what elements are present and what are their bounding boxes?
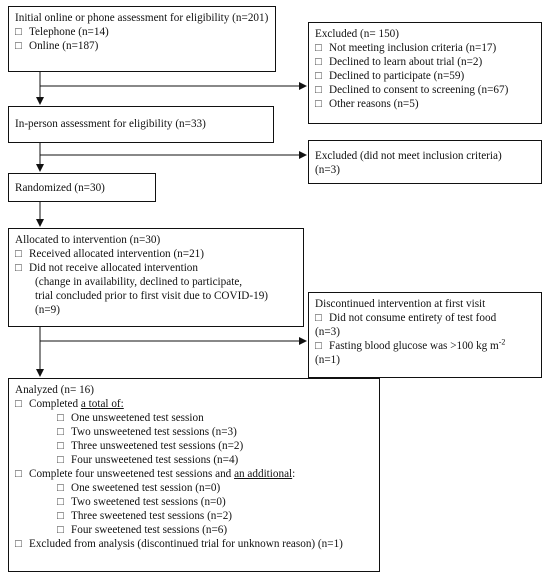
checkbox-icon: □ bbox=[315, 42, 322, 54]
list-item: □Did not consume entirety of test food bbox=[315, 312, 497, 324]
list-item: □Did not receive allocated intervention bbox=[15, 262, 198, 274]
randomized-box: Randomized (n=30) bbox=[8, 173, 156, 202]
excluded-box-2: Excluded (did not meet inclusion criteri… bbox=[308, 140, 542, 184]
list-item: □Other reasons (n=5) bbox=[315, 98, 419, 110]
checkbox-icon: □ bbox=[15, 40, 22, 52]
excluded-2-line-2: (n=3) bbox=[315, 164, 340, 176]
excluded-2-line-1: Excluded (did not meet inclusion criteri… bbox=[315, 150, 502, 162]
checkbox-icon: □ bbox=[57, 426, 64, 438]
unit-exponent: -2 bbox=[498, 337, 506, 347]
list-item: □Declined to participate (n=59) bbox=[315, 70, 465, 82]
allocated-title: Allocated to intervention (n=30) bbox=[15, 234, 161, 246]
list-item: □Four unsweetened test sessions (n=4) bbox=[57, 454, 239, 466]
checkbox-icon: □ bbox=[57, 482, 64, 494]
checkbox-icon: □ bbox=[15, 538, 22, 550]
list-item: □One sweetened test session (n=0) bbox=[57, 482, 221, 494]
list-item: □Excluded from analysis (discontinued tr… bbox=[15, 538, 343, 550]
checkbox-icon: □ bbox=[15, 398, 22, 410]
checkbox-icon: □ bbox=[315, 340, 322, 352]
list-item: □Received allocated intervention (n=21) bbox=[15, 248, 204, 260]
list-item: □One unsweetened test session bbox=[57, 412, 204, 424]
in-person-assessment-box: In-person assessment for eligibility (n=… bbox=[8, 106, 274, 143]
list-item: □Not meeting inclusion criteria (n=17) bbox=[315, 42, 497, 54]
checkbox-icon: □ bbox=[15, 262, 22, 274]
discontinued-item-1-count: (n=3) bbox=[315, 326, 340, 338]
list-item: □Two unsweetened test sessions (n=3) bbox=[57, 426, 237, 438]
allocated-detail-3: (n=9) bbox=[35, 304, 60, 316]
list-item: □Declined to learn about trial (n=2) bbox=[315, 56, 483, 68]
discontinued-title: Discontinued intervention at first visit bbox=[315, 298, 486, 310]
list-item: □Completed a total of: bbox=[15, 398, 124, 410]
checkbox-icon: □ bbox=[57, 454, 64, 466]
allocated-box: Allocated to intervention (n=30) □Receiv… bbox=[8, 228, 304, 327]
list-item: □Telephone (n=14) bbox=[15, 26, 109, 38]
allocated-detail-2: trial concluded prior to first visit due… bbox=[35, 290, 269, 302]
checkbox-icon: □ bbox=[315, 84, 322, 96]
checkbox-icon: □ bbox=[57, 496, 64, 508]
excluded-box-1: Excluded (n= 150) □Not meeting inclusion… bbox=[308, 22, 542, 124]
list-item: □Online (n=187) bbox=[15, 40, 99, 52]
checkbox-icon: □ bbox=[15, 26, 22, 38]
checkbox-icon: □ bbox=[15, 248, 22, 260]
initial-assessment-box: Initial online or phone assessment for e… bbox=[8, 6, 276, 72]
list-item: □Fasting blood glucose was >100 kg m-2 bbox=[315, 337, 506, 352]
checkbox-icon: □ bbox=[315, 70, 322, 82]
discontinued-item-2-count: (n=1) bbox=[315, 354, 340, 366]
checkbox-icon: □ bbox=[315, 312, 322, 324]
analyzed-title: Analyzed (n= 16) bbox=[15, 384, 95, 396]
list-item: □Complete four unsweetened test sessions… bbox=[15, 468, 296, 480]
list-item: □Three unsweetened test sessions (n=2) bbox=[57, 440, 244, 452]
checkbox-icon: □ bbox=[15, 468, 22, 480]
checkbox-icon: □ bbox=[57, 524, 64, 536]
discontinued-box: Discontinued intervention at first visit… bbox=[308, 292, 542, 378]
checkbox-icon: □ bbox=[315, 98, 322, 110]
in-person-assessment-title: In-person assessment for eligibility (n=… bbox=[15, 118, 206, 130]
allocated-detail-1: (change in availability, declined to par… bbox=[35, 276, 243, 288]
checkbox-icon: □ bbox=[315, 56, 322, 68]
analyzed-box: Analyzed (n= 16) □Completed a total of: … bbox=[8, 378, 380, 572]
list-item: □Three sweetened test sessions (n=2) bbox=[57, 510, 233, 522]
checkbox-icon: □ bbox=[57, 440, 64, 452]
list-item: □Two sweetened test sessions (n=0) bbox=[57, 496, 226, 508]
checkbox-icon: □ bbox=[57, 510, 64, 522]
randomized-title: Randomized (n=30) bbox=[15, 182, 105, 194]
checkbox-icon: □ bbox=[57, 412, 64, 424]
list-item: □Four sweetened test sessions (n=6) bbox=[57, 524, 228, 536]
initial-assessment-title: Initial online or phone assessment for e… bbox=[15, 12, 269, 24]
excluded-1-title: Excluded (n= 150) bbox=[315, 28, 399, 40]
list-item: □Declined to consent to screening (n=67) bbox=[315, 84, 509, 96]
